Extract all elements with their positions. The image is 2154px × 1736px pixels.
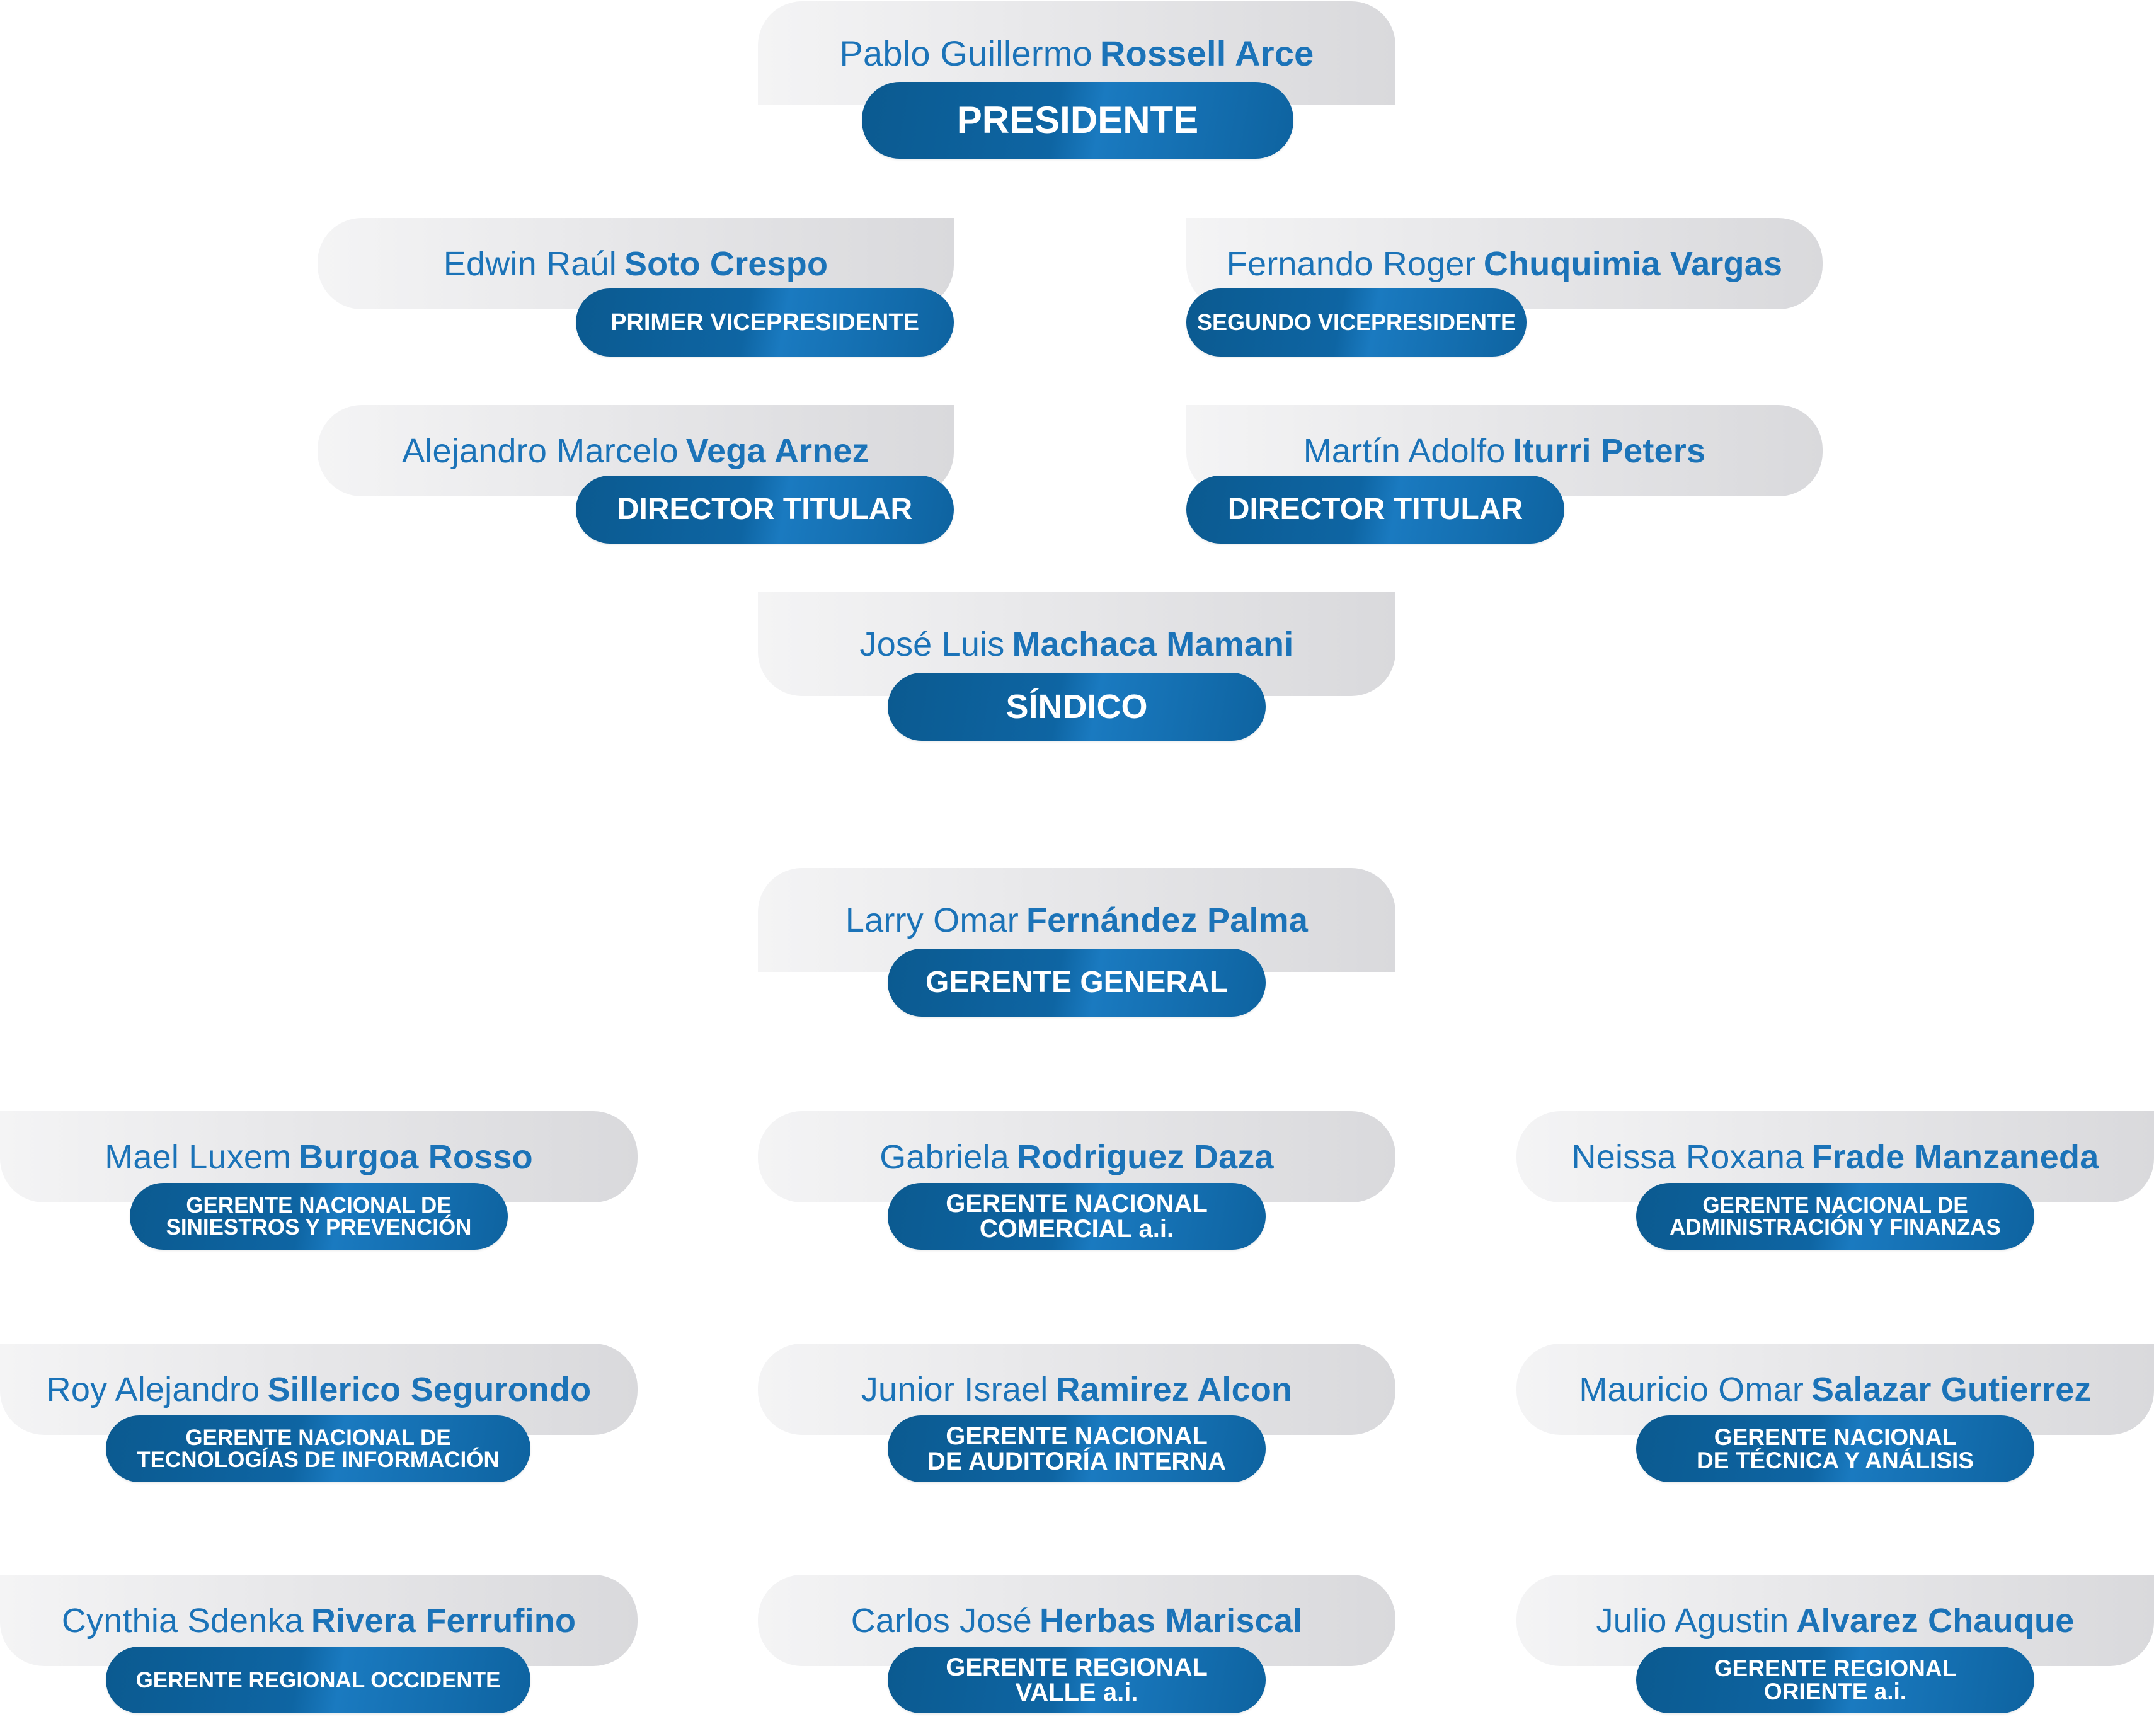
- last-name: Iturri Peters: [1513, 431, 1706, 470]
- role-badge: GERENTE NACIONAL DE TECNOLOGÍAS DE INFOR…: [106, 1415, 530, 1482]
- role-line: GERENTE NACIONAL DE: [1702, 1193, 1968, 1218]
- role-badge: SEGUNDO VICEPRESIDENTE: [1186, 288, 1527, 357]
- role-badge: PRIMER VICEPRESIDENTE: [576, 288, 954, 357]
- role-badge: GERENTE NACIONAL DE AUDITORÍA INTERNA: [888, 1415, 1266, 1482]
- role-line: GERENTE GENERAL: [925, 966, 1229, 999]
- last-name: Fernández Palma: [1026, 901, 1309, 939]
- first-name: Julio Agustin: [1596, 1601, 1789, 1640]
- role-line: COMERCIAL a.i.: [979, 1215, 1174, 1243]
- role-line: DE TÉCNICA Y ANÁLISIS: [1697, 1448, 1974, 1473]
- first-name: Roy Alejandro: [46, 1370, 260, 1408]
- first-name: Neissa Roxana: [1571, 1138, 1804, 1176]
- first-name: Fernando Roger: [1226, 244, 1476, 283]
- last-name: Rivera Ferrufino: [311, 1601, 576, 1640]
- role-badge: SÍNDICO: [888, 673, 1266, 741]
- first-name: Mael Luxem: [105, 1138, 292, 1176]
- last-name: Rossell Arce: [1099, 33, 1314, 73]
- last-name: Burgoa Rosso: [299, 1138, 533, 1176]
- role-badge: PRESIDENTE: [862, 82, 1293, 159]
- role-line: GERENTE NACIONAL DE: [185, 1425, 451, 1450]
- first-name: Pablo Guillermo: [839, 33, 1092, 73]
- role-line: TECNOLOGÍAS DE INFORMACIÓN: [137, 1448, 500, 1472]
- last-name: Herbas Mariscal: [1040, 1601, 1303, 1640]
- last-name: Alvarez Chauque: [1796, 1601, 2075, 1640]
- role-line: DIRECTOR TITULAR: [617, 493, 913, 526]
- role-line: ORIENTE a.i.: [1763, 1679, 1907, 1705]
- role-badge: GERENTE NACIONAL DE ADMINISTRACIÓN Y FIN…: [1636, 1183, 2034, 1250]
- first-name: Junior Israel: [861, 1370, 1048, 1408]
- last-name: Machaca Mamani: [1012, 625, 1294, 663]
- role-badge: GERENTE NACIONAL DE SINIESTROS Y PREVENC…: [130, 1183, 508, 1250]
- role-line: GERENTE NACIONAL: [946, 1422, 1208, 1450]
- role-badge: GERENTE REGIONAL OCCIDENTE: [106, 1647, 530, 1713]
- role-line: GERENTE REGIONAL: [946, 1653, 1208, 1681]
- role-line: SEGUNDO VICEPRESIDENTE: [1196, 309, 1516, 335]
- first-name: Edwin Raúl: [443, 244, 617, 283]
- first-name: Larry Omar: [845, 901, 1019, 939]
- last-name: Ramirez Alcon: [1055, 1370, 1293, 1408]
- last-name: Frade Manzaneda: [1811, 1138, 2099, 1176]
- role-badge: GERENTE NACIONAL COMERCIAL a.i.: [888, 1183, 1266, 1250]
- role-line: GERENTE REGIONAL OCCIDENTE: [135, 1667, 501, 1693]
- role-badge: GERENTE REGIONAL ORIENTE a.i.: [1636, 1647, 2034, 1713]
- first-name: Mauricio Omar: [1579, 1370, 1804, 1408]
- first-name: Carlos José: [851, 1601, 1033, 1640]
- role-line: DE AUDITORÍA INTERNA: [927, 1448, 1227, 1475]
- first-name: Gabriela: [879, 1138, 1009, 1176]
- first-name: Alejandro Marcelo: [402, 431, 679, 470]
- role-badge: GERENTE NACIONAL DE TÉCNICA Y ANÁLISIS: [1636, 1415, 2034, 1482]
- role-line: PRESIDENTE: [956, 99, 1199, 141]
- role-line: DIRECTOR TITULAR: [1227, 493, 1523, 526]
- last-name: Chuquimia Vargas: [1483, 244, 1783, 283]
- last-name: Soto Crespo: [624, 244, 828, 283]
- role-line: ADMINISTRACIÓN Y FINANZAS: [1670, 1215, 2001, 1240]
- first-name: Cynthia Sdenka: [61, 1601, 304, 1640]
- role-line: GERENTE NACIONAL DE: [186, 1193, 452, 1218]
- role-line: GERENTE REGIONAL: [1714, 1655, 1957, 1681]
- last-name: Sillerico Segurondo: [267, 1370, 592, 1408]
- role-badge: GERENTE GENERAL: [888, 949, 1266, 1017]
- role-line: SINIESTROS Y PREVENCIÓN: [166, 1215, 472, 1240]
- role-line: VALLE a.i.: [1015, 1679, 1138, 1706]
- role-line: PRIMER VICEPRESIDENTE: [610, 309, 919, 336]
- role-line: SÍNDICO: [1005, 688, 1148, 726]
- role-badge: DIRECTOR TITULAR: [1186, 476, 1564, 544]
- role-badge: GERENTE REGIONAL VALLE a.i.: [888, 1647, 1266, 1713]
- last-name: Rodriguez Daza: [1016, 1138, 1274, 1176]
- last-name: Vega Arnez: [685, 431, 869, 470]
- first-name: José Luis: [859, 625, 1005, 663]
- role-badge: DIRECTOR TITULAR: [576, 476, 954, 544]
- first-name: Martín Adolfo: [1303, 431, 1506, 470]
- last-name: Salazar Gutierrez: [1811, 1370, 2092, 1408]
- role-line: GERENTE NACIONAL: [1714, 1424, 1957, 1450]
- role-line: GERENTE NACIONAL: [946, 1190, 1208, 1218]
